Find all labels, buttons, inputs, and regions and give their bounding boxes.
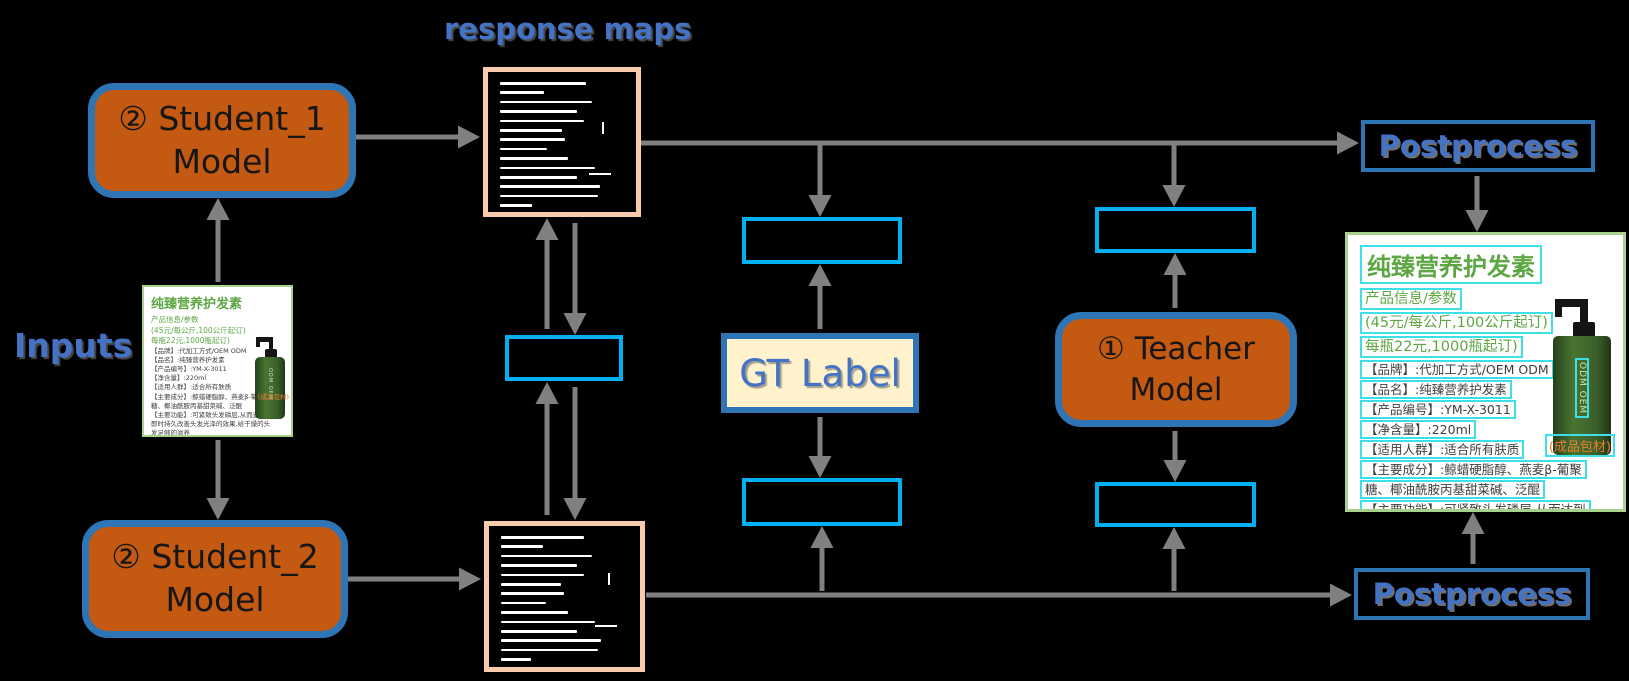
card-text-line: (45元/每公斤,100公斤起订) (1360, 312, 1553, 334)
response-mark (601, 122, 604, 135)
card-text-line: 【适用人群】:适合所有肤质 (1360, 440, 1525, 459)
card-text-line: 【净含量】:220ml (1360, 420, 1477, 439)
card-text-line: 【品名】:纯臻营养护发素 (151, 355, 225, 364)
card-text-line: 【主要成分】:鲸蜡硬脂醇、燕麦β-葡聚 (1360, 460, 1587, 479)
card-text-line: 【品名】:纯臻营养护发素 (1360, 380, 1512, 399)
card-text-line: 【主要成分】:鲸蜡硬脂醇、燕麦β-葡聚 (151, 392, 264, 401)
card-text-line: 【净含量】:220ml (151, 374, 207, 383)
bottle-pump-arm (256, 337, 272, 342)
card-text-line: 【主要功能】:可紧致头发磷层,从而达到 (151, 410, 266, 419)
student2-model-node: ② Student_2 Model (82, 520, 348, 638)
loss-box-below-teacher (1095, 482, 1256, 527)
card-text-line: 【适用人群】:适合所有肤质 (151, 383, 232, 392)
input-product-card: 纯臻营养护发素 产品信息/参数(45元/每公斤,100公斤起订)每瓶22元,10… (142, 285, 293, 437)
response-line (501, 536, 585, 539)
product-green-lines: 产品信息/参数(45元/每公斤,100公斤起订)每瓶22元,1000瓶起订) (1360, 288, 1615, 358)
response-map-top (483, 67, 641, 217)
loss-box-above-teacher (1095, 207, 1256, 253)
response-mark (608, 572, 611, 585)
product-detail-lines: 【品牌】:代加工方式/OEM ODM【品名】:纯臻营养护发素【产品编号】:YM-… (1360, 360, 1615, 509)
bottle-pump-collar (265, 349, 277, 359)
student1-model-node: ② Student_1 Model (88, 83, 356, 198)
response-line (501, 658, 532, 661)
bottle-pump-tip (256, 337, 260, 347)
loss-box-above-gt (742, 217, 902, 264)
response-line (501, 582, 562, 586)
bottle-pump-arm (1555, 298, 1586, 308)
postprocess-bottom-node: Postprocess (1354, 568, 1590, 620)
response-line (499, 138, 565, 141)
response-line (501, 611, 568, 614)
card-text-line: 糖、椰油酰胺丙基甜菜碱、泛醌 (1360, 480, 1546, 499)
response-mark (588, 172, 611, 175)
response-line (499, 194, 598, 198)
response-line (499, 175, 577, 179)
bottle-pump-tip (1555, 298, 1563, 318)
bottle-body (255, 356, 285, 419)
product-bottle-image: ODM OEM (1553, 287, 1611, 455)
response-line (501, 573, 585, 577)
card-text-line: 【产品编号】:YM-X-3011 (1360, 400, 1516, 419)
packaging-note: (成品包材) (257, 393, 289, 401)
card-text-line: 【品牌】:代加工方式/OEM ODM (1360, 360, 1554, 379)
card-text-line: 产品信息/参数 (1360, 288, 1462, 310)
card-text-line: 发足够的滋养 (151, 429, 190, 437)
gt-label-node: GT Label (721, 333, 919, 413)
product-detail-lines: 【品牌】:代加工方式/OEM ODM【品名】:纯臻营养护发素【产品编号】:YM-… (151, 346, 287, 437)
response-line (501, 620, 595, 624)
card-text-line: 产品信息/参数 (151, 315, 199, 324)
response-line (499, 166, 595, 170)
card-text-line: 【主要功能】:可紧致头发磷层,从而达到 (1360, 500, 1591, 509)
response-line (499, 110, 577, 113)
product-title: 纯臻营养护发素 (151, 297, 243, 312)
response-line (499, 82, 586, 85)
response-mark (594, 624, 617, 627)
bottle-pump-stem (268, 337, 273, 353)
response-line (499, 157, 568, 160)
card-text-line: 【品牌】:代加工方式/OEM ODM (151, 346, 247, 355)
response-line (501, 554, 592, 558)
card-text-line: 每瓶22元,1000瓶起订) (1360, 336, 1523, 358)
response-line (499, 204, 533, 207)
response-line (501, 639, 601, 642)
response-line (501, 545, 544, 548)
response-maps-label: response maps (444, 12, 692, 46)
response-line (501, 601, 547, 605)
card-text-line: 糖、椰油酰胺丙基甜菜碱、泛醌 (151, 401, 242, 410)
bottle-pump-collar (1572, 322, 1595, 340)
loss-box-below-gt (742, 478, 902, 526)
inputs-label: Inputs (14, 326, 133, 365)
loss-box-middle (505, 335, 623, 381)
card-text-line: 【产品编号】:YM-X-3011 (151, 364, 227, 373)
card-text-line: 即时持久改善头发光泽的效果,给干燥的头 (151, 420, 271, 429)
response-line (499, 100, 592, 104)
response-line (501, 648, 598, 652)
response-line (499, 185, 601, 188)
bottle-label-text: ODM OEM (267, 367, 273, 401)
bottle-pump-stem (1579, 298, 1588, 328)
output-product-card: 纯臻营养护发素 产品信息/参数(45元/每公斤,100公斤起订)每瓶22元,10… (1345, 232, 1626, 512)
response-map-bottom (484, 521, 645, 672)
packaging-note: (成品包材) (1544, 434, 1615, 457)
response-line (499, 119, 585, 123)
product-bottle-image: ODM OEM (255, 331, 285, 419)
card-text-line: 每瓶22元,1000瓶起订) (151, 336, 230, 345)
teacher-model-node: ① Teacher Model (1055, 312, 1297, 427)
postprocess-top-node: Postprocess (1361, 120, 1595, 172)
card-text-line: (45元/每公斤,100公斤起订) (151, 325, 246, 335)
response-line (499, 91, 545, 94)
response-line (501, 592, 565, 595)
bottle-label-text: ODM OEM (1575, 357, 1589, 418)
product-title: 纯臻营养护发素 (1360, 245, 1542, 284)
response-line (499, 128, 562, 132)
response-line (501, 564, 577, 567)
response-line (499, 147, 548, 151)
response-line (501, 629, 577, 633)
product-green-lines: 产品信息/参数(45元/每公斤,100公斤起订)每瓶22元,1000瓶起订) (151, 315, 287, 347)
